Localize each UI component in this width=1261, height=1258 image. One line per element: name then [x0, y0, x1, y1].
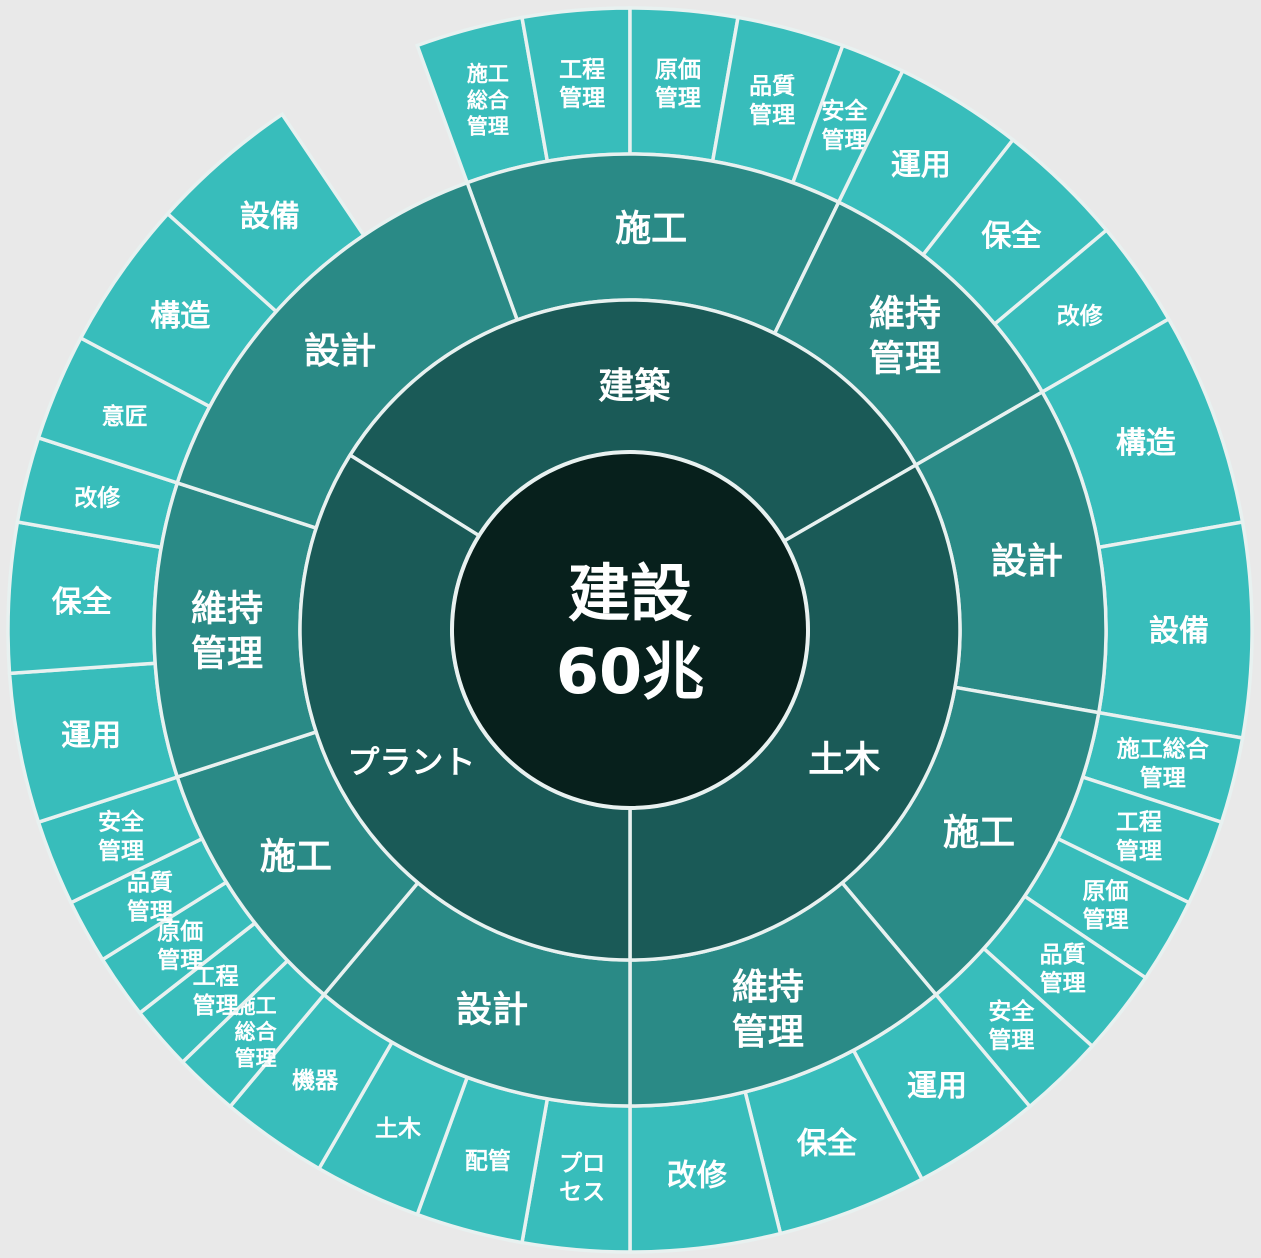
leaf-label-工程管理: 工程管理: [193, 964, 239, 1019]
leaf-label-改修: 改修: [667, 1159, 728, 1194]
leaf-label-運用: 運用: [907, 1069, 967, 1104]
leaf-label-設備: 設備: [240, 199, 300, 234]
leaf-label-原価管理: 原価管理: [655, 57, 701, 112]
center-disc: [450, 450, 810, 810]
leaf-label-設備: 設備: [1149, 614, 1209, 649]
leaf-label-構造: 構造: [150, 299, 210, 334]
leaf-label-安全管理: 安全管理: [98, 809, 145, 865]
leaf-label-施工総合管理: 施工総合管理: [467, 62, 510, 139]
leaf-label-配管: 配管: [465, 1148, 511, 1175]
sector-label-建築: 建築: [598, 366, 671, 407]
category-segment: [152, 480, 319, 780]
leaf-label-構造: 構造: [1116, 426, 1176, 461]
leaf-label-施工総合管理: 施工総合管理: [235, 994, 278, 1071]
leaf-label-品質管理: 品質管理: [127, 870, 173, 925]
leaf-label-運用: 運用: [61, 719, 121, 754]
category-label-維持管理: 維持管理: [191, 588, 263, 674]
leaf-label-保全: 保全: [797, 1126, 858, 1161]
category-label-設計: 設計: [456, 990, 528, 1031]
leaf-label-安全管理: 安全管理: [988, 998, 1035, 1054]
leaf-label-機器: 機器: [292, 1068, 339, 1094]
category-label-維持管理: 維持管理: [732, 967, 804, 1053]
leaf-label-安全管理: 安全管理: [822, 98, 869, 154]
sector-label-土木: 土木: [808, 740, 880, 781]
category-label-施工: 施工: [943, 812, 1015, 853]
leaf-label-運用: 運用: [891, 148, 951, 183]
leaf-label-意匠: 意匠: [102, 403, 148, 430]
leaf-label-改修: 改修: [74, 484, 121, 511]
category-label-施工: 施工: [260, 836, 332, 877]
leaf-label-保全: 保全: [981, 219, 1042, 254]
leaf-label-品質管理: 品質管理: [1040, 942, 1086, 997]
leaf-label-工程管理: 工程管理: [559, 57, 605, 112]
category-label-設計: 設計: [991, 541, 1063, 582]
center-title: 建設: [568, 557, 692, 630]
leaf-label-保全: 保全: [52, 585, 113, 620]
leaf-label-品質管理: 品質管理: [749, 74, 795, 129]
category-label-設計: 設計: [304, 331, 376, 372]
leaf-label-原価管理: 原価管理: [157, 919, 203, 974]
leaf-label-土木: 土木: [375, 1116, 421, 1142]
leaf-label-原価管理: 原価管理: [1082, 878, 1128, 933]
leaf-label-改修: 改修: [1057, 302, 1104, 329]
center-value: 60兆: [556, 635, 704, 708]
sector-label-プラント: プラント: [347, 743, 475, 781]
leaf-label-工程管理: 工程管理: [1116, 810, 1162, 865]
category-label-施工: 施工: [615, 209, 687, 250]
category-label-維持管理: 維持管理: [869, 294, 941, 380]
leaf-label-プロセス: プロセス: [559, 1151, 605, 1206]
leaf-label-施工総合管理: 施工総合管理: [1117, 736, 1210, 792]
